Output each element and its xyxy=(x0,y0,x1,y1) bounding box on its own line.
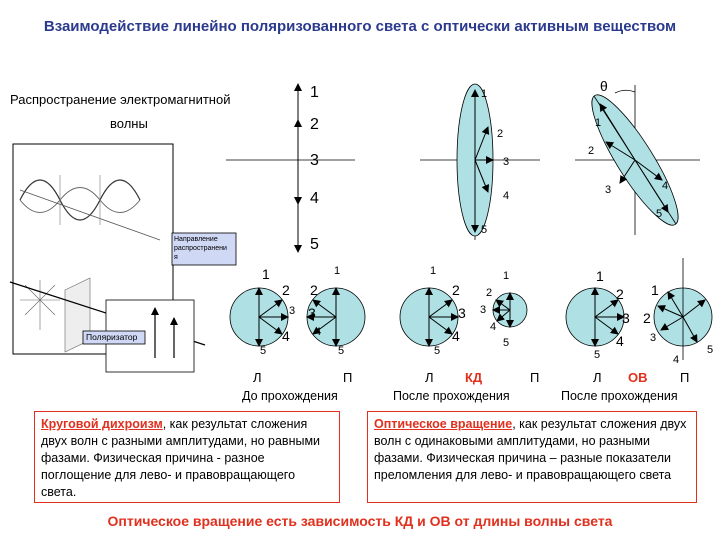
circle-number: 5 xyxy=(594,349,601,361)
left-label: Л xyxy=(425,370,434,385)
circle-number: 4 xyxy=(282,328,290,344)
circles-before xyxy=(229,287,366,347)
rotated-number: 3 xyxy=(605,184,612,196)
left-label: Л xyxy=(253,370,262,385)
axis-number: 2 xyxy=(310,116,319,133)
polarizer-label-box xyxy=(82,330,146,345)
right-label: П xyxy=(530,370,540,385)
circle-number: 1 xyxy=(651,282,659,298)
wave-label-line2: волны xyxy=(110,116,148,131)
after-ov-caption: После прохождения xyxy=(561,389,678,403)
circle-number: 2 xyxy=(643,310,651,326)
optical-rotation-term: Оптическое вращение xyxy=(374,417,513,431)
circle-number: 1 xyxy=(334,265,341,277)
circle-number: 3 xyxy=(289,305,296,317)
conclusion-text: Оптическое вращение есть зависимость КД … xyxy=(107,513,613,529)
ov-label: ОВ xyxy=(628,370,648,385)
optical-rotation-box: Оптическое вращение, как результат сложе… xyxy=(367,411,697,503)
ellipse-number: 5 xyxy=(481,224,488,236)
circle-number: 5 xyxy=(503,337,510,349)
circle-number: 4 xyxy=(673,354,680,366)
after-kd-caption: После прохождения xyxy=(393,389,510,403)
before-caption: До прохождения xyxy=(242,389,338,403)
circle-number: 3 xyxy=(650,332,657,344)
axis-number: 5 xyxy=(310,236,319,253)
circle-number: 2 xyxy=(486,287,493,299)
direction-label-box xyxy=(171,232,237,266)
rotated-number: 1 xyxy=(595,117,602,129)
circle-number: 1 xyxy=(430,265,437,277)
circle-number: 4 xyxy=(490,321,497,333)
circle-number: 5 xyxy=(260,345,267,357)
kd-label: КД xyxy=(465,370,483,385)
axis-number: 3 xyxy=(310,152,319,169)
theta-label: θ xyxy=(600,78,608,94)
axis-number: 4 xyxy=(310,190,319,207)
circle-number: 3 xyxy=(622,310,630,326)
right-label: П xyxy=(343,370,353,385)
ellipse-number: 3 xyxy=(503,156,510,168)
ellipse-number: 2 xyxy=(497,128,504,140)
ellipse-number: 1 xyxy=(481,88,488,100)
circle-number: 2 xyxy=(310,282,318,298)
ellipse-number: 4 xyxy=(503,190,510,202)
page-title: Взаимодействие линейно поляризованного с… xyxy=(43,18,677,35)
circle-number: 2 xyxy=(282,282,290,298)
circle-number: 1 xyxy=(503,270,510,282)
rotated-number: 2 xyxy=(588,145,595,157)
circular-dichroism-term: Круговой дихроизм xyxy=(41,417,163,431)
right-label: П xyxy=(680,370,690,385)
circular-dichroism-box: Круговой дихроизм, как результат сложени… xyxy=(34,411,340,503)
axis-number: 1 xyxy=(310,84,319,101)
circle-number: 5 xyxy=(434,345,441,357)
circle-number: 4 xyxy=(452,328,460,344)
polarizer-label: Поляризатор xyxy=(86,332,138,342)
circle-number: 3 xyxy=(308,305,316,321)
circle-number: 5 xyxy=(338,345,345,357)
ellipse-diagram xyxy=(420,83,540,240)
rotated-number: 5 xyxy=(656,208,663,220)
circle-number: 3 xyxy=(458,305,466,321)
left-label: Л xyxy=(593,370,602,385)
circle-number: 3 xyxy=(480,304,487,316)
circles-after-ov xyxy=(565,258,713,360)
circle-number: 2 xyxy=(616,286,624,302)
circle-number: 4 xyxy=(616,333,624,349)
linear-axis-diagram xyxy=(226,83,355,253)
wave-label-line1: Распространение электромагнитной xyxy=(10,92,231,107)
circle-number: 1 xyxy=(596,268,604,284)
circle-number: 4 xyxy=(315,326,322,338)
optical-rotation-text: , как результат сложения двух волн с оди… xyxy=(374,417,687,482)
circle-number: 2 xyxy=(452,282,460,298)
circular-dichroism-text: , как результат сложения двух волн с раз… xyxy=(41,417,321,499)
rotated-number: 4 xyxy=(662,180,669,192)
rotated-ellipse-diagram xyxy=(575,85,700,235)
circle-number: 1 xyxy=(262,266,270,282)
circle-number: 5 xyxy=(707,344,714,356)
circles-after-kd xyxy=(399,287,528,347)
